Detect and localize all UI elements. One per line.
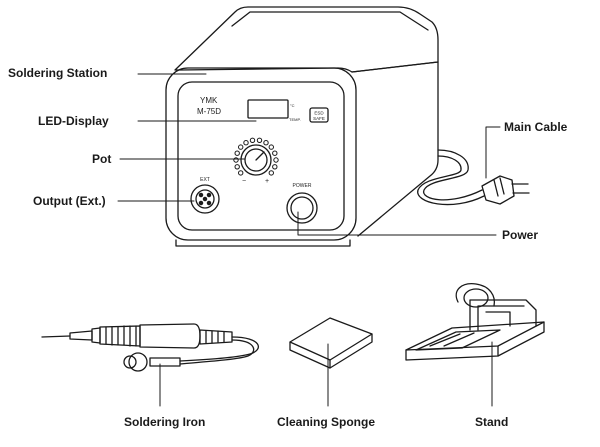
pot-scale-dot [233, 157, 239, 163]
station-foot [175, 239, 351, 247]
pot-knob-outer [240, 144, 272, 176]
stand-holder-body [469, 299, 537, 331]
pot-knob-pointer [255, 151, 265, 161]
display-unit-temp: TEMP. [289, 117, 301, 122]
stand-tray [415, 329, 501, 351]
knob-minus: − [242, 178, 246, 185]
esd-safe-badge [309, 107, 329, 123]
power-label: POWER [293, 183, 312, 189]
esd-text-line1: ESD [314, 111, 324, 116]
station-brand: YMK [200, 96, 218, 105]
mains-plug [481, 175, 530, 205]
esd-text-line2: SAFE [313, 116, 325, 121]
stand-base-front [405, 345, 499, 361]
pot-scale-dot [263, 140, 269, 146]
pot-scale-dot [272, 150, 278, 156]
station-top-shell [174, 6, 439, 73]
iron-grip-ring [91, 327, 101, 344]
pot-scale-dot [249, 137, 256, 144]
station-front-frame [165, 67, 357, 241]
pot-scale-dot [234, 150, 240, 156]
cleaning-sponge-drawing [289, 317, 373, 369]
label-output-ext: Output (Ext.) [33, 194, 106, 208]
station-side-panel [351, 61, 439, 237]
callout-power [297, 211, 497, 236]
pot-scale-dot [238, 170, 244, 176]
iron-connector [149, 357, 181, 367]
pot-scale-dot [272, 164, 278, 170]
station-front-face [177, 81, 345, 231]
pot-scale-dot [243, 140, 249, 146]
power-switch-outer [286, 192, 318, 224]
iron-strain-relief [199, 329, 233, 345]
main-cable [423, 149, 483, 201]
ext-socket-inner [195, 189, 215, 209]
iron-handle [139, 323, 201, 349]
stand-coil-opening [463, 288, 489, 308]
led-display-window [247, 99, 289, 119]
station-printed-text: YMK M-75D °C TEMP. ESD SAFE EXT POWER − … [197, 96, 325, 189]
stand-coil-holder [455, 283, 496, 307]
soldering-iron-drawing [41, 323, 260, 372]
callout-lines [117, 73, 501, 407]
station-top-ridge [231, 11, 429, 31]
pot-scale-dot [234, 164, 240, 170]
ext-label: EXT [200, 177, 210, 183]
pot-scale-dots [233, 137, 279, 176]
station-model: M-75D [197, 107, 221, 116]
pot-scale-dot [268, 144, 274, 150]
pot-scale-dot [256, 137, 263, 144]
label-stand: Stand [475, 415, 509, 429]
sponge-right-face [329, 333, 373, 369]
pot-scale-dot [273, 157, 279, 163]
knob-plus: + [265, 178, 269, 185]
label-soldering-station: Soldering Station [8, 66, 108, 80]
ext-socket-outer [190, 184, 220, 214]
stand-drawing [405, 283, 545, 361]
sponge-top [289, 317, 373, 361]
pot-scale-dot [238, 144, 244, 150]
iron-barrel [69, 330, 93, 341]
iron-cable [179, 336, 260, 362]
label-soldering-iron: Soldering Iron [124, 415, 206, 429]
pot-knob-inner [244, 148, 268, 172]
power-switch [286, 192, 318, 224]
label-cleaning-sponge: Cleaning Sponge [277, 415, 376, 429]
power-switch-inner [290, 196, 314, 220]
soldering-station-drawing [165, 6, 530, 247]
iron-connector-plug [128, 352, 148, 372]
label-power: Power [502, 228, 539, 242]
display-unit-c: °C [290, 103, 295, 108]
pot-scale-dot [268, 170, 274, 176]
sponge-left-face [289, 341, 331, 369]
temperature-pot [240, 144, 272, 176]
callout-main-cable [485, 126, 501, 179]
label-pot: Pot [92, 152, 112, 166]
output-ext-socket [190, 184, 220, 214]
label-led-display: LED-Display [38, 114, 109, 128]
label-main-cable: Main Cable [504, 120, 568, 134]
iron-tip [41, 335, 71, 338]
